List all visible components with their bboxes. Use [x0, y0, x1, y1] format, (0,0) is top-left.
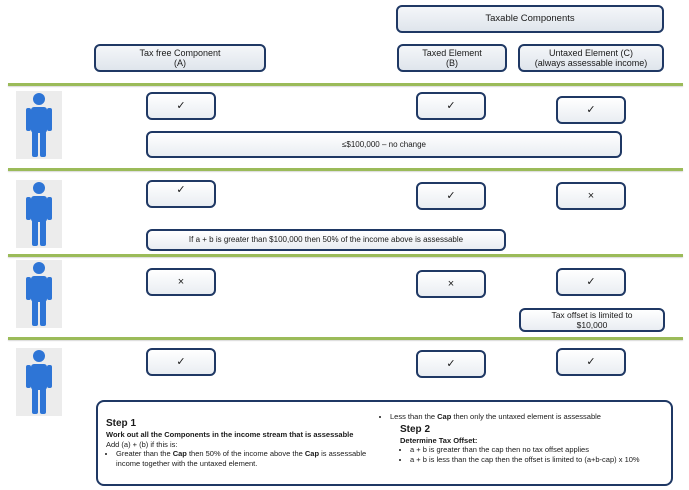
- row3-note: Tax offset is limited to $10,000: [519, 308, 665, 332]
- step2-heading-text: Determine Tax Offset:: [400, 435, 478, 445]
- step2-column: Less than the Cap then only the untaxed …: [380, 408, 670, 464]
- cross-icon: ×: [587, 190, 595, 202]
- check-icon: ✓: [586, 356, 596, 368]
- check-icon: ✓: [446, 358, 456, 370]
- taxed-letter: (B): [446, 58, 458, 68]
- right-bullet-post: then only the untaxed element is assessa…: [451, 412, 601, 421]
- check-icon: ✓: [176, 184, 186, 196]
- row3-taxed-mark: ×: [416, 270, 486, 298]
- step2-bullet: a + b is greater than the cap then no ta…: [410, 445, 670, 455]
- untaxed-label: Untaxed Element (C): [548, 48, 634, 58]
- step1-bullet-mid: then 50% of the income above the: [186, 449, 305, 458]
- row1-note-text: ≤$100,000 – no change: [341, 139, 427, 149]
- step1-list: Greater than the Cap then 50% of the inc…: [106, 449, 376, 468]
- row1-taxed-mark: ✓: [416, 92, 486, 120]
- check-icon: ✓: [446, 100, 456, 112]
- row2-untaxed-mark: ×: [556, 182, 626, 210]
- row2-note: If a + b is greater than $100,000 then 5…: [146, 229, 506, 251]
- row2-taxed-mark: ✓: [416, 182, 486, 210]
- steps-box: Step 1 Work out all the Components in th…: [96, 400, 673, 486]
- step2-bullet: a + b is less than the cap then the offs…: [410, 455, 670, 465]
- cap-word: Cap: [437, 412, 452, 421]
- row-divider: [8, 83, 683, 86]
- row-divider: [8, 337, 683, 340]
- row3-untaxed-mark: ✓: [556, 268, 626, 296]
- step2-title: Step 2: [400, 423, 431, 435]
- row3-note-text: Tax offset is limited to $10,000: [551, 310, 633, 330]
- step1-add: Add (a) + (b) if this is:: [106, 439, 178, 449]
- tax-free-label: Tax free Component: [139, 48, 221, 58]
- right-list: Less than the Cap then only the untaxed …: [380, 412, 670, 422]
- step1-bullet-post: is assessable income together with the u…: [116, 449, 367, 468]
- row2-note-text: If a + b is greater than $100,000 then 5…: [188, 235, 464, 244]
- row1-tax-free-mark: ✓: [146, 92, 216, 120]
- person-icon: [16, 91, 62, 159]
- person-icon: [16, 348, 62, 416]
- row-divider: [8, 254, 683, 257]
- cross-icon: ×: [177, 276, 185, 288]
- person-icon: [16, 180, 62, 248]
- taxable-components-label: Taxable Components: [485, 13, 575, 24]
- row1-note: ≤$100,000 – no change: [146, 131, 622, 158]
- row2-tax-free-mark: ✓: [146, 180, 216, 208]
- row3-tax-free-mark: ×: [146, 268, 216, 296]
- cap-word: Cap: [304, 449, 320, 458]
- row1-untaxed-mark: ✓: [556, 96, 626, 124]
- untaxed-header: Untaxed Element (C) (always assessable i…: [518, 44, 664, 72]
- row-divider: [8, 168, 683, 171]
- row4-taxed-mark: ✓: [416, 350, 486, 378]
- cross-icon: ×: [447, 278, 455, 290]
- taxable-components-header: Taxable Components: [396, 5, 664, 33]
- tax-free-letter: (A): [174, 58, 186, 68]
- right-bullet-pre: Less than the: [390, 412, 438, 421]
- check-icon: ✓: [176, 100, 186, 112]
- check-icon: ✓: [586, 104, 596, 116]
- step1-bullet: Greater than the Cap then 50% of the inc…: [116, 449, 376, 468]
- check-icon: ✓: [446, 190, 456, 202]
- untaxed-sub: (always assessable income): [534, 58, 648, 68]
- step1-bullet-pre: Greater than the: [116, 449, 173, 458]
- taxed-label: Taxed Element: [422, 48, 482, 58]
- cap-word: Cap: [172, 449, 187, 458]
- person-icon: [16, 260, 62, 328]
- step2-heading: Determine Tax Offset:: [400, 436, 670, 446]
- check-icon: ✓: [176, 356, 186, 368]
- tax-free-header: Tax free Component (A): [94, 44, 266, 72]
- row4-tax-free-mark: ✓: [146, 348, 216, 376]
- right-bullet: Less than the Cap then only the untaxed …: [390, 412, 670, 422]
- step1-heading: Work out all the Components in the incom…: [106, 430, 376, 440]
- step1-heading-text: Work out all the Components in the incom…: [106, 430, 354, 439]
- step1-column: Step 1 Work out all the Components in th…: [106, 408, 376, 468]
- taxed-header: Taxed Element (B): [397, 44, 507, 72]
- step2-list: a + b is greater than the cap then no ta…: [400, 445, 670, 464]
- check-icon: ✓: [586, 276, 596, 288]
- row4-untaxed-mark: ✓: [556, 348, 626, 376]
- step1-title: Step 1: [106, 418, 137, 429]
